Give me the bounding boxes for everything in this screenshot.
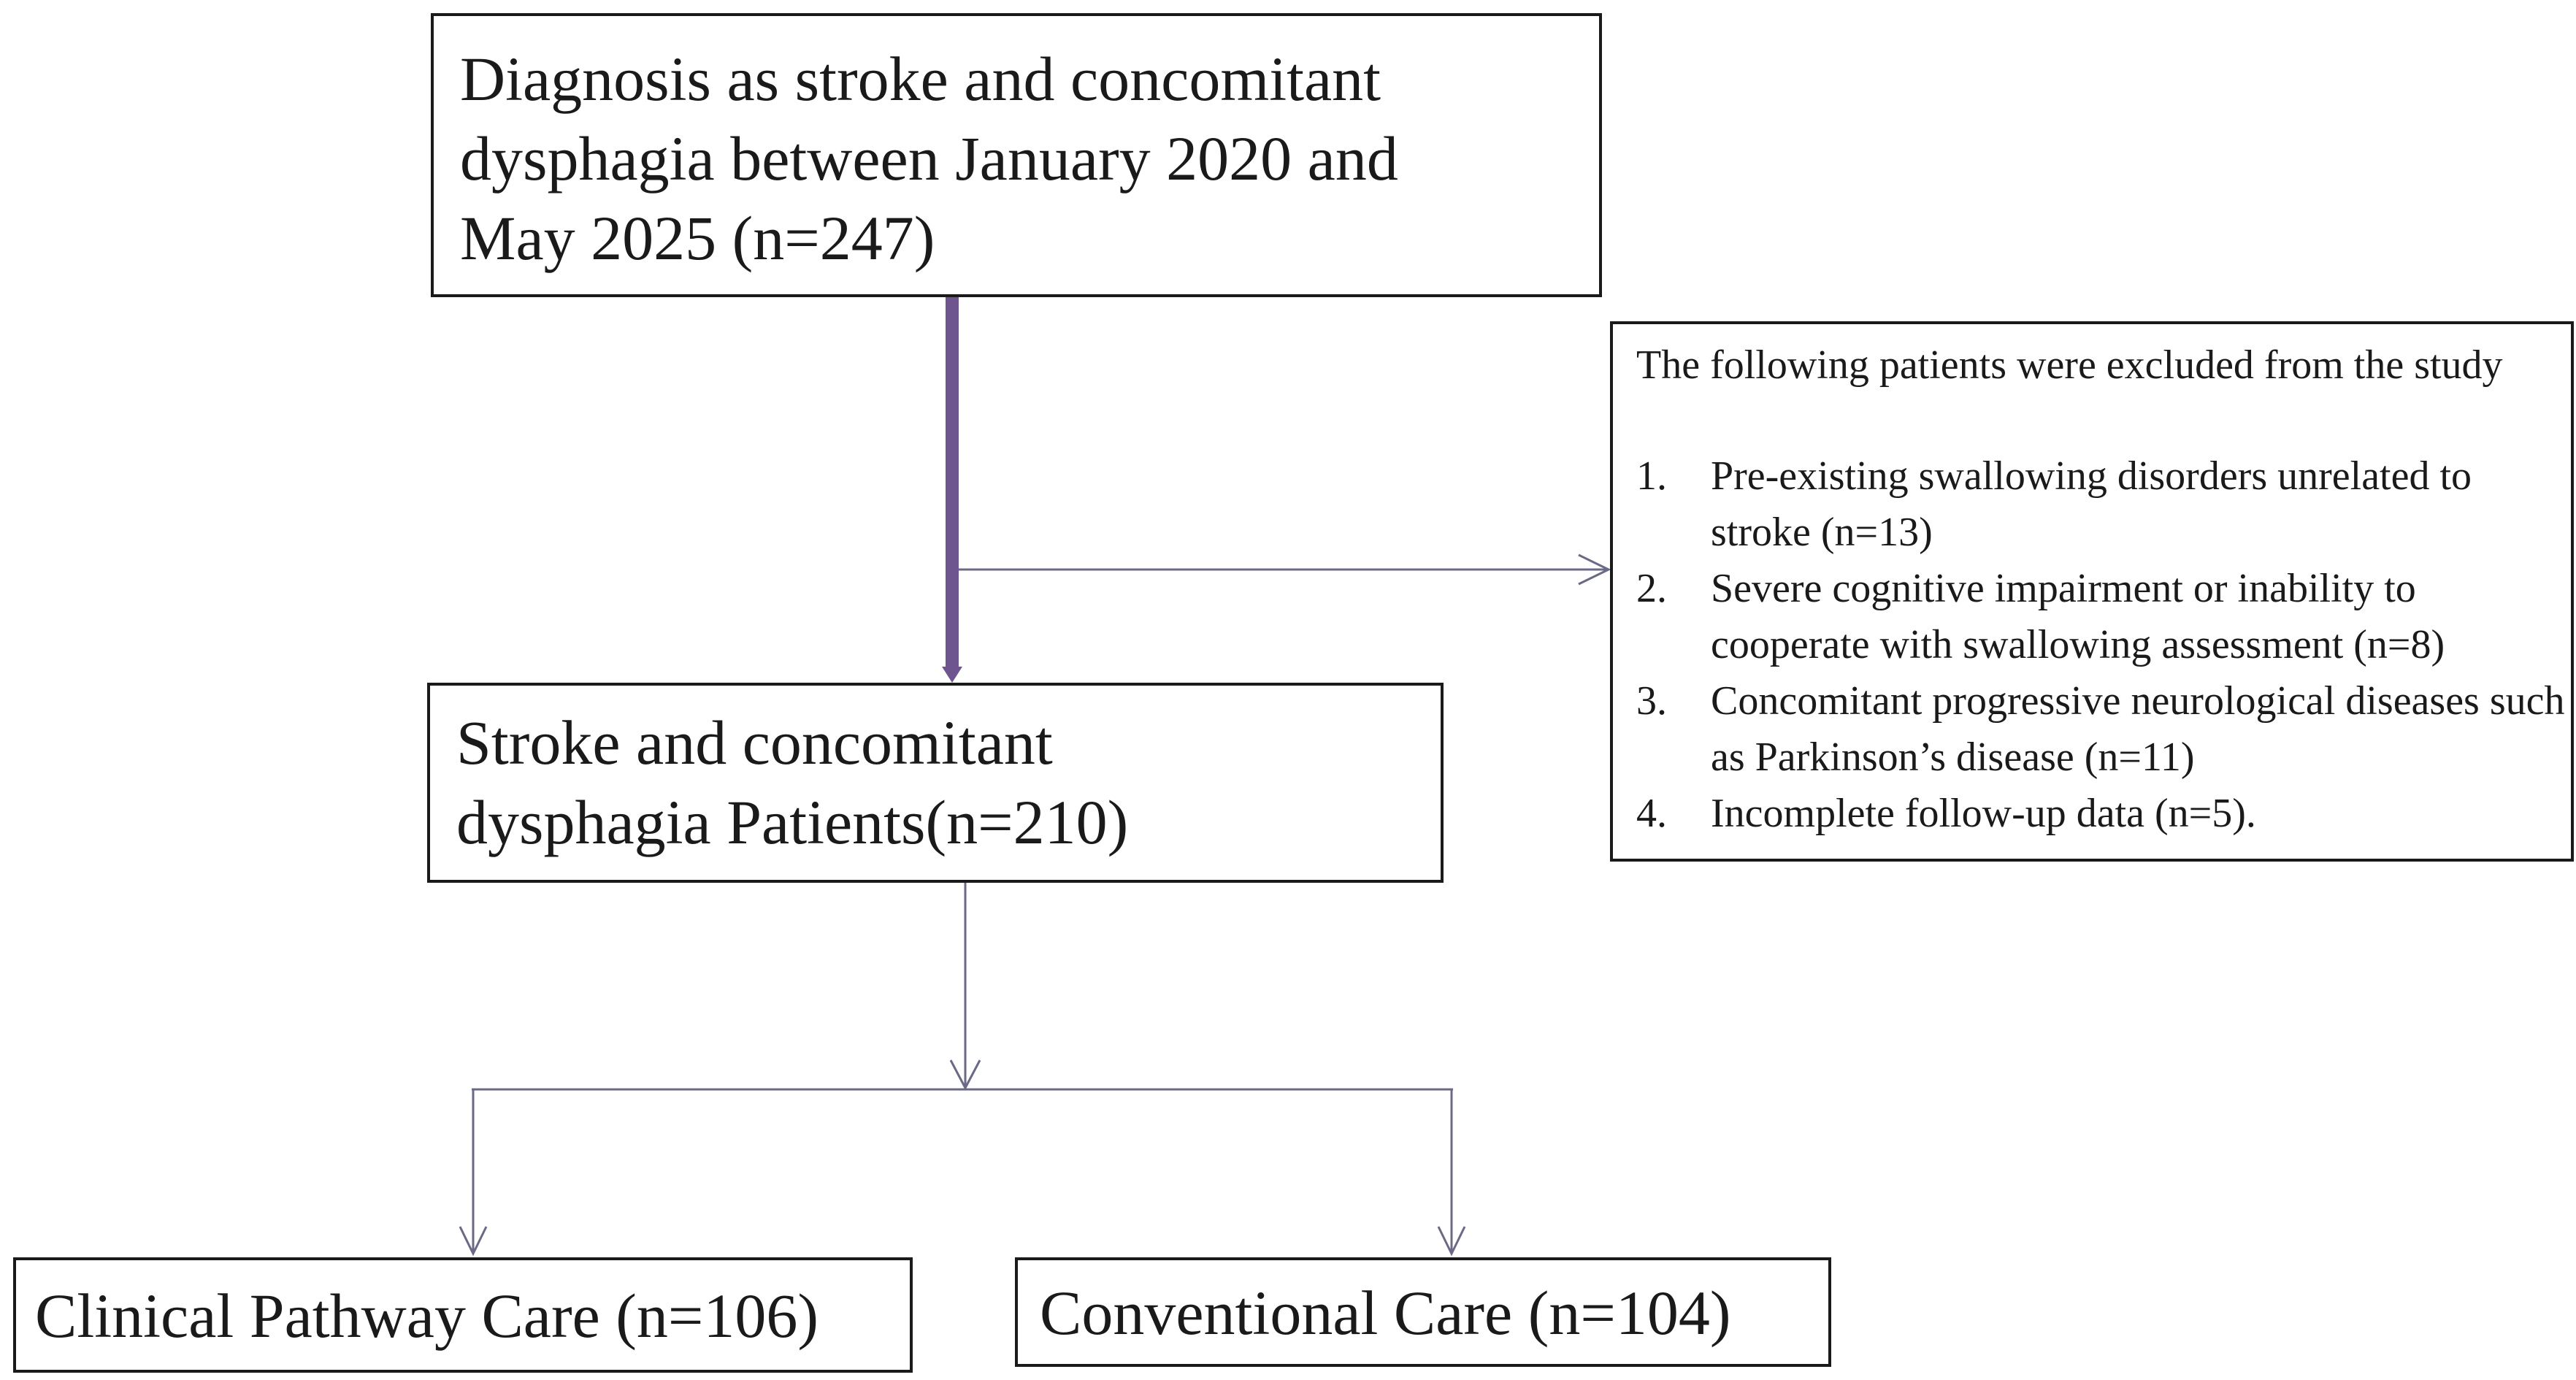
exclusion-list: 1. Pre-existing swallowing disorders unr… [1636,448,2567,842]
exclusion-item: 1. Pre-existing swallowing disorders unr… [1636,448,2567,561]
exclusion-item-number: 4. [1636,791,1667,836]
initial-diagnosis-box: Diagnosis as stroke and concomitant dysp… [431,13,1602,297]
exclusion-item: 4. Incomplete follow-up data (n=5). [1636,786,2567,842]
exclusion-item-number: 3. [1636,678,1667,724]
exclusion-item-number: 1. [1636,453,1667,499]
eligible-patients-box: Stroke and concomitant dysphagia Patient… [427,683,1444,883]
exclusion-item-number: 2. [1636,566,1667,611]
exclusion-item: 2. Severe cognitive impairment or inabil… [1636,561,2567,673]
eligible-patients-text: Stroke and concomitant dysphagia Patient… [456,708,1129,857]
exclusion-arrowhead [1578,553,1611,586]
exclusion-header: The following patients were excluded fro… [1636,342,2503,388]
split-stem-arrowhead [949,1059,981,1091]
exclusion-item-text: Pre-existing swallowing disorders unrela… [1711,453,2472,555]
exclusion-item-text: Concomitant progressive neurological dis… [1711,678,2565,780]
exclusion-criteria-box: The following patients were excluded fro… [1610,321,2574,862]
conventional-care-group-box: Conventional Care (n=104) [1015,1257,1831,1367]
clinical-pathway-group-box: Clinical Pathway Care (n=106) [13,1257,913,1373]
exclusion-item-text: Incomplete follow-up data (n=5). [1711,791,2256,836]
left-branch-arrowhead [459,1226,488,1257]
clinical-pathway-group-text: Clinical Pathway Care (n=106) [35,1281,819,1351]
conventional-care-group-text: Conventional Care (n=104) [1040,1278,1731,1348]
initial-diagnosis-text: Diagnosis as stroke and concomitant dysp… [460,44,1398,273]
exclusion-item-text: Severe cognitive impairment or inability… [1711,566,2445,667]
exclusion-item: 3. Concomitant progressive neurological … [1636,673,2567,786]
right-branch-arrowhead [1437,1226,1466,1257]
main-flow-arrowhead [942,667,962,683]
